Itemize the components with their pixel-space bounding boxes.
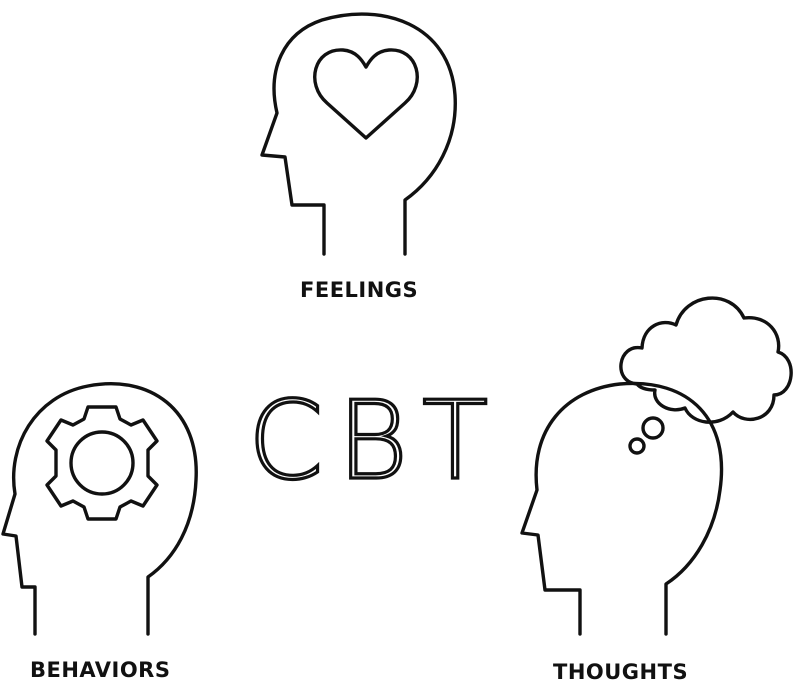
feelings-label: FEELINGS [300, 278, 419, 302]
thought-bubble-small-icon [628, 437, 646, 455]
thought-bubble-large-icon [641, 416, 665, 440]
center-title: CBT [248, 379, 502, 504]
behaviors-label: BEHAVIORS [30, 658, 171, 682]
behaviors-head-icon [1, 382, 198, 636]
thoughts-head-icon [520, 296, 793, 636]
gear-icon [45, 405, 159, 521]
feelings-head-icon [260, 12, 457, 256]
heart-icon [313, 48, 419, 140]
thought-cloud-icon [619, 296, 793, 424]
thoughts-label: THOUGHTS [553, 660, 689, 684]
